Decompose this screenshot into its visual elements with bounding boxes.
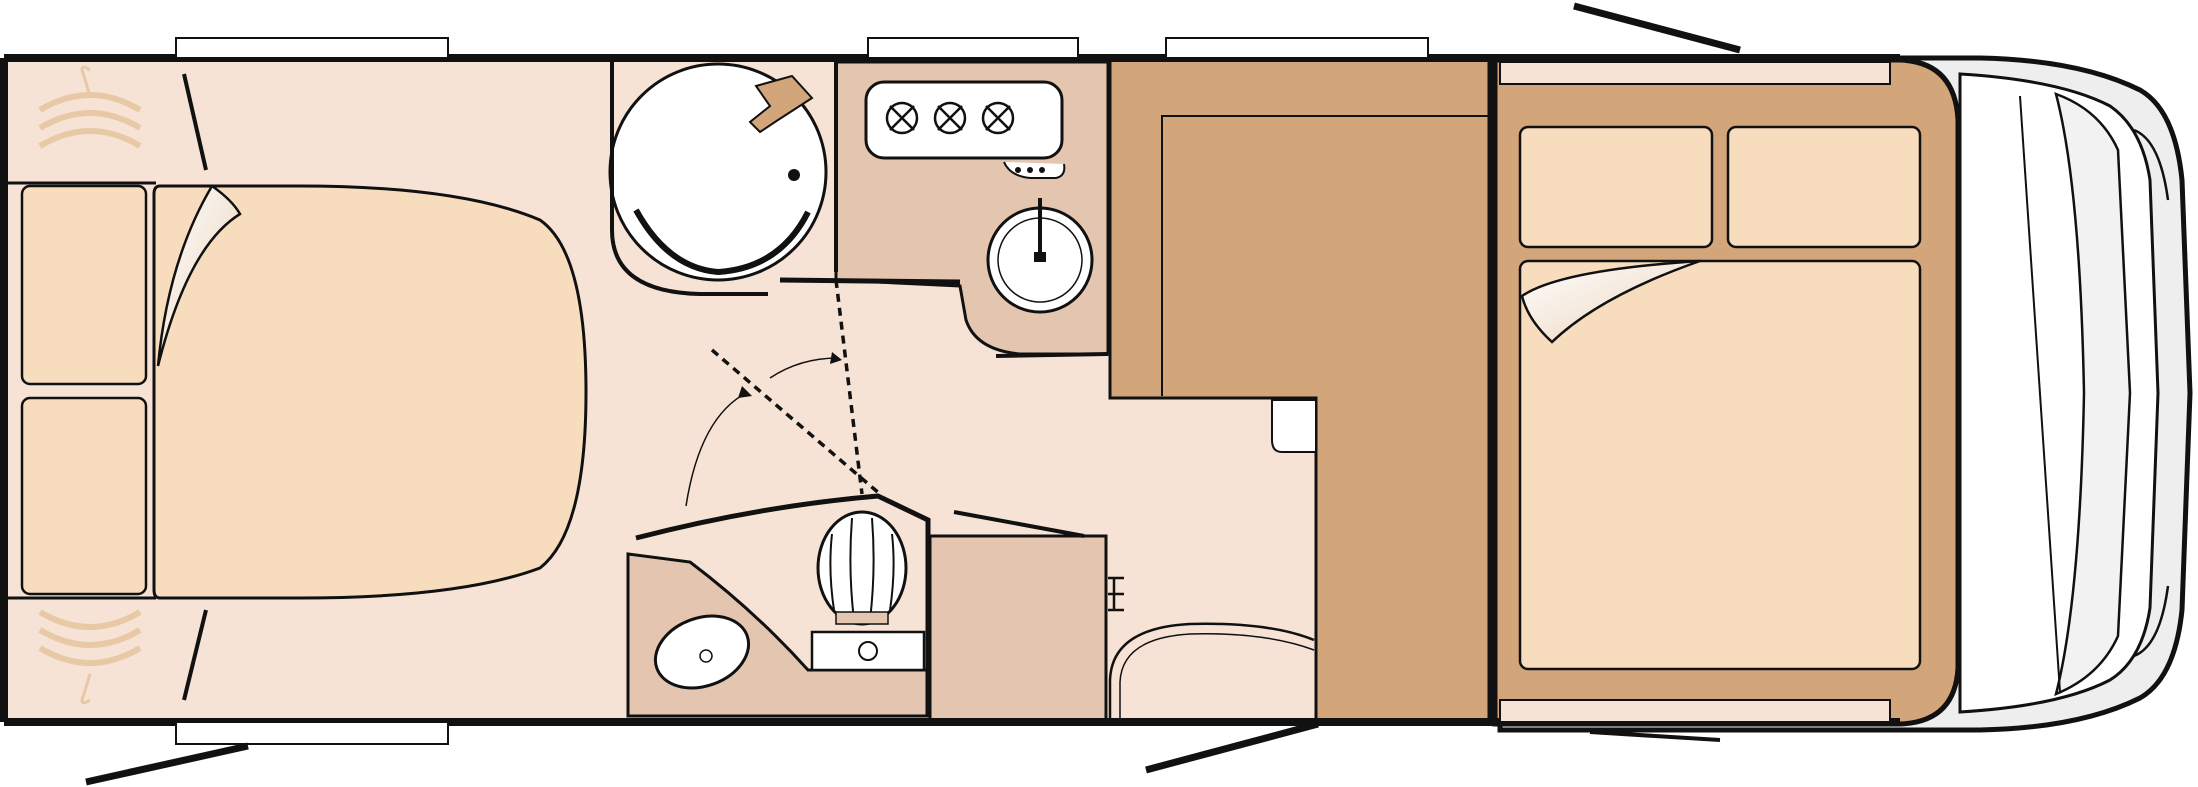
toilet-lid-base <box>835 611 889 625</box>
entrance-step-inner <box>1119 633 1315 718</box>
rear-door-leaf <box>85 742 249 786</box>
rear-bed-frame <box>8 181 156 600</box>
rear-bed-side-top <box>182 73 208 171</box>
front-bed-pillow-left <box>1518 125 1714 249</box>
rear-bed <box>8 73 588 701</box>
hanger-icon <box>38 65 142 149</box>
kitchen-drawer-line <box>779 277 961 285</box>
rear-bed-fold <box>156 184 242 367</box>
window-rear-top <box>175 37 449 59</box>
side-cupboard-hinges <box>1108 576 1124 612</box>
windscreen-line-top <box>2019 95 2061 693</box>
entrance-step <box>1108 622 1315 718</box>
cab-side-strip-top <box>1499 61 1891 85</box>
hob-burner-icon <box>933 101 967 135</box>
toilet-seat-lines <box>829 517 895 621</box>
window-kitchen-top <box>867 37 1079 59</box>
rear-bed-pillow-bottom <box>20 396 148 596</box>
sink-drain <box>1034 252 1046 262</box>
hob-knob <box>1039 167 1045 173</box>
shower-curtain <box>633 208 811 276</box>
shower-head <box>748 74 814 134</box>
cab-door-top <box>1573 2 1741 54</box>
wardrobe-door-line <box>1161 115 1490 396</box>
front-bed-mattress <box>1518 259 1922 671</box>
door-swing-icon <box>685 279 882 507</box>
side-cupboard <box>928 510 1124 722</box>
habitation-door <box>1145 720 1319 774</box>
washbasin-drain <box>699 649 713 663</box>
drop-down-bed <box>1492 57 1961 727</box>
toilet-room <box>626 493 931 718</box>
wardrobe <box>1108 58 1493 722</box>
hob-knob <box>1015 167 1021 173</box>
wing-mirror-2 <box>2133 585 2170 658</box>
washroom-wall <box>610 62 768 296</box>
side-cupboard-block <box>928 534 1108 722</box>
wing-mirror <box>2133 128 2170 201</box>
washroom <box>608 62 836 296</box>
kitchen-bottom-line <box>995 352 1109 358</box>
front-bed-pillow-right <box>1726 125 1922 249</box>
cab-side-strip-bottom <box>1499 699 1891 723</box>
fridge-handle <box>1271 399 1317 453</box>
toilet-flush <box>858 641 878 661</box>
side-cupboard-top-line <box>953 510 1085 538</box>
shower-drain <box>788 169 800 181</box>
hanger-icon <box>38 609 142 705</box>
front-bed-fold <box>1520 259 1701 344</box>
rear-bed-side-bottom <box>182 609 208 701</box>
hob-controls <box>1003 161 1066 179</box>
window-rear-bottom <box>175 721 449 745</box>
rear-bed-pillow-top <box>20 184 148 386</box>
kitchen <box>779 60 1110 358</box>
toilet-wall <box>635 493 931 716</box>
hob-burner-icon <box>981 101 1015 135</box>
hob-knob <box>1027 167 1033 173</box>
window-wardrobe-top <box>1165 37 1429 59</box>
rear-bed-mattress <box>152 184 588 600</box>
cab-door-bottom <box>1589 730 1721 742</box>
dashboard <box>2054 92 2132 697</box>
hob-burner-icon <box>885 101 919 135</box>
